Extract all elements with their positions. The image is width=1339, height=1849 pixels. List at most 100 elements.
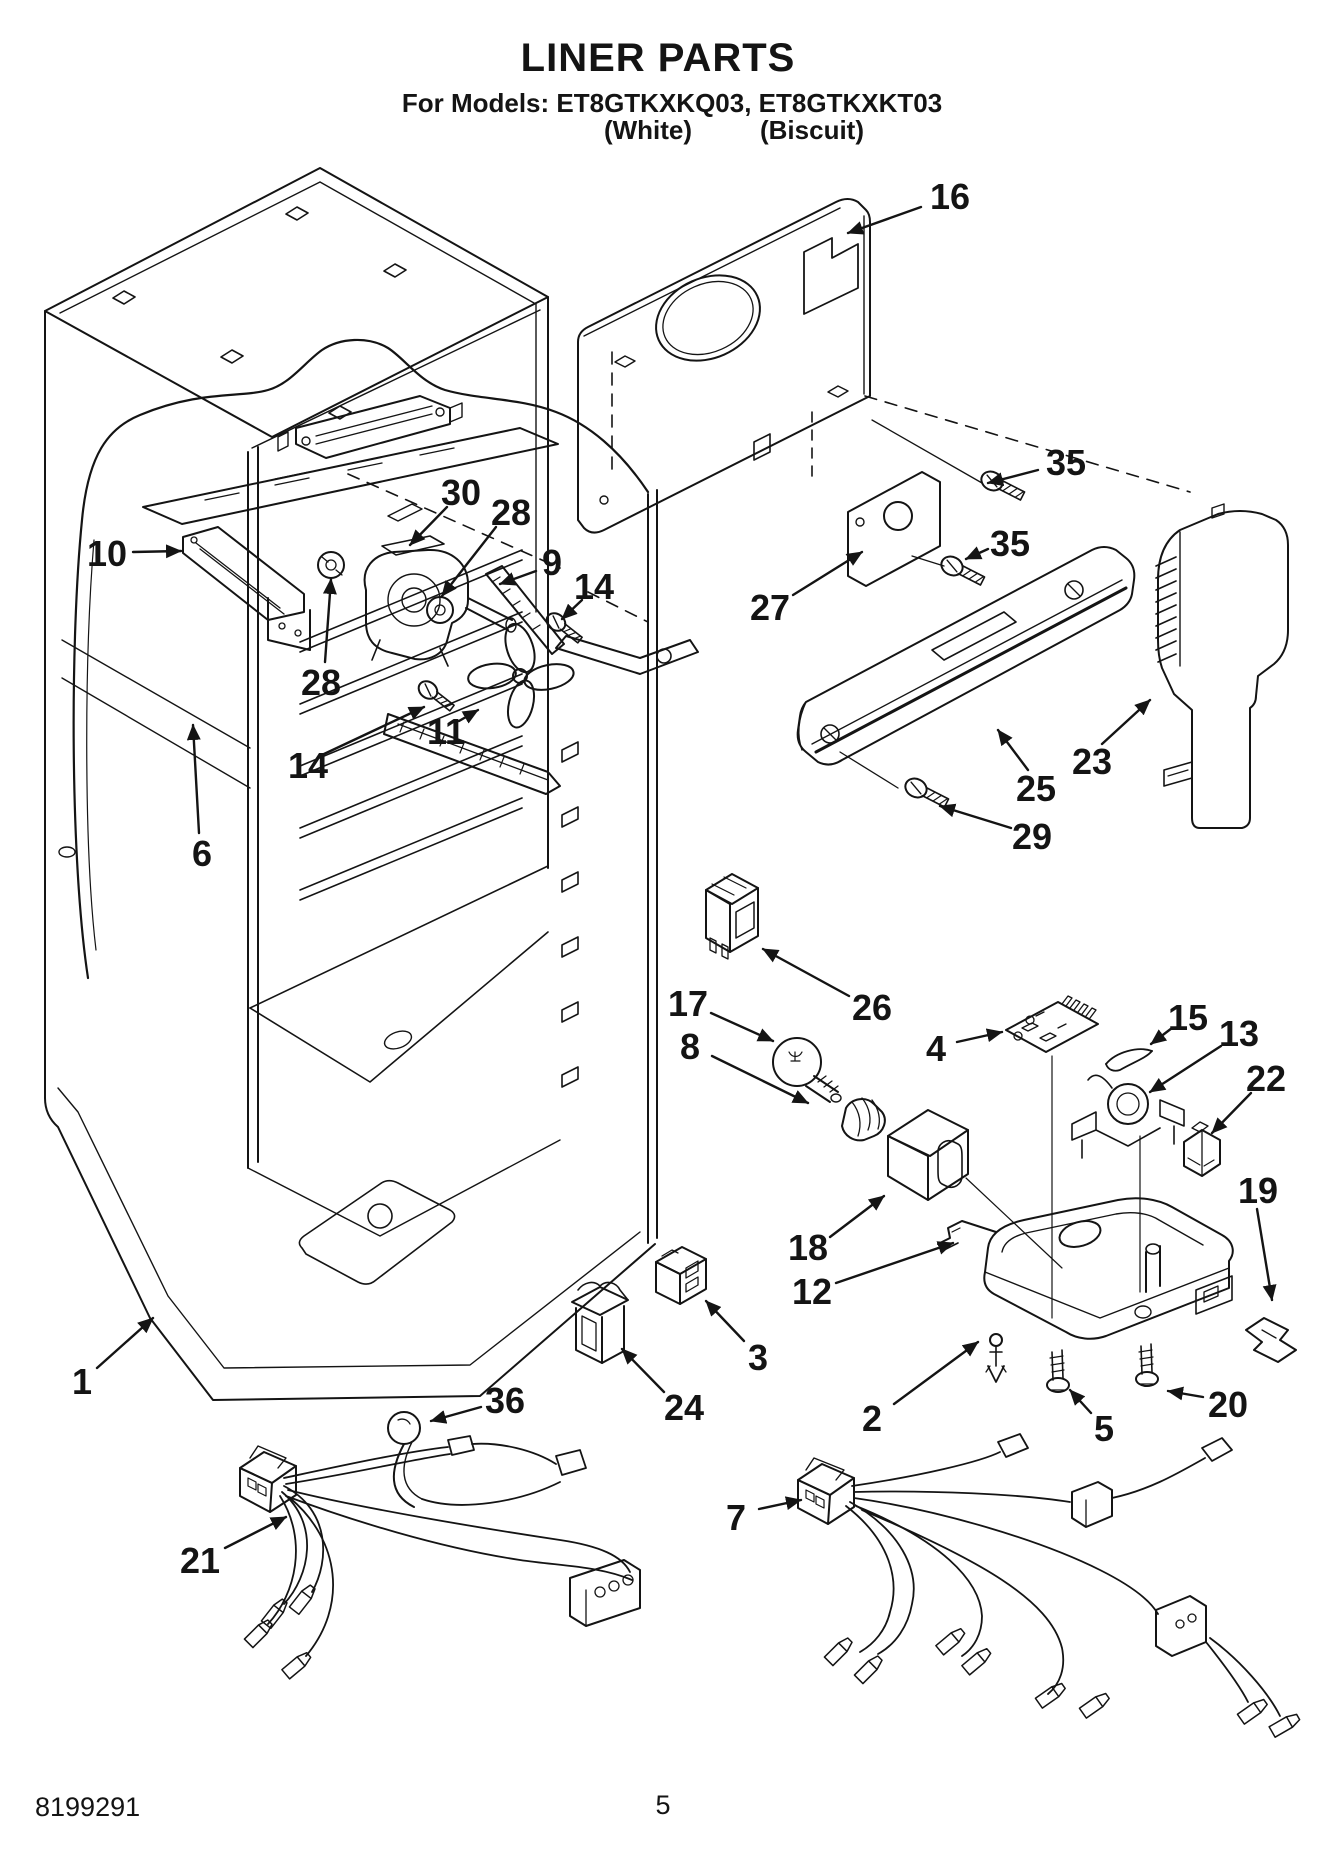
defrost-sensor-15-drawing — [1105, 1048, 1153, 1072]
callout-label: 5 — [1094, 1408, 1114, 1449]
screw-35-upper-drawing — [980, 470, 1026, 501]
callout-arrow — [322, 577, 337, 664]
grommet-36-drawing — [387, 1411, 423, 1508]
models-line: For Models: ET8GTKXKQ03, ET8GTKXKT03 — [401, 88, 943, 118]
callout-label: 8 — [680, 1026, 700, 1067]
callout-arrow — [131, 544, 183, 559]
fan-blade-drawing — [467, 622, 575, 729]
drain-pan-drawing — [983, 1197, 1234, 1340]
bulb-socket-drawing — [841, 1097, 886, 1142]
callout-label: 20 — [1208, 1384, 1248, 1425]
wire-harness-7-drawing — [797, 1433, 1301, 1738]
screw-35-lower-drawing — [940, 555, 986, 586]
callout-arrow — [95, 1316, 155, 1370]
callout-26: 26 — [761, 947, 892, 1028]
color-variant-white: (White) — [603, 115, 693, 145]
callout-label: 13 — [1219, 1013, 1259, 1054]
screw-5-drawing — [1046, 1349, 1070, 1393]
callout-27: 27 — [750, 550, 864, 628]
callout-arrow — [757, 1496, 803, 1511]
callout-label: 14 — [288, 745, 328, 786]
callout-label: 12 — [792, 1271, 832, 1312]
callout-arrow — [834, 1241, 955, 1285]
callout-arrow — [964, 546, 990, 561]
callout-9: 9 — [498, 542, 562, 586]
callout-label: 1 — [72, 1361, 92, 1402]
callout-28: 28 — [301, 577, 341, 703]
callout-arrow — [1149, 1026, 1174, 1046]
callout-arrow — [709, 1011, 775, 1043]
callout-label: 21 — [180, 1540, 220, 1581]
callout-30: 30 — [408, 472, 481, 547]
callout-10: 10 — [87, 533, 183, 574]
callout-20: 20 — [1166, 1384, 1248, 1425]
callout-arrow — [704, 1299, 746, 1343]
page-title: LINER PARTS — [520, 36, 796, 80]
callout-25: 25 — [996, 728, 1056, 809]
wire-clip-3-drawing — [655, 1246, 707, 1305]
callout-arrow — [1068, 1388, 1093, 1415]
access-plate-27-drawing — [847, 471, 945, 587]
screw-14-left-drawing — [417, 680, 455, 712]
callout-arrow — [620, 1347, 666, 1394]
callout-arrow — [1166, 1386, 1205, 1401]
callout-21: 21 — [180, 1515, 288, 1581]
callout-15: 15 — [1149, 997, 1208, 1046]
callout-label: 30 — [441, 472, 481, 513]
callout-arrow — [996, 728, 1030, 772]
callout-arrow — [791, 550, 864, 597]
callout-label: 36 — [485, 1380, 525, 1421]
callout-label: 6 — [192, 833, 212, 874]
callout-label: 7 — [726, 1497, 746, 1538]
callout-arrow — [560, 598, 584, 621]
callout-19: 19 — [1238, 1170, 1278, 1302]
callout-arrow — [1100, 698, 1152, 746]
screw-29-drawing — [904, 777, 950, 808]
callout-label: 18 — [788, 1227, 828, 1268]
callout-label: 25 — [1016, 768, 1056, 809]
callout-24: 24 — [620, 1347, 704, 1428]
callout-label: 15 — [1168, 997, 1208, 1038]
callout-arrow — [1148, 1044, 1223, 1094]
callout-label: 4 — [926, 1028, 946, 1069]
callout-36: 36 — [429, 1380, 525, 1424]
callout-label: 26 — [852, 987, 892, 1028]
callout-29: 29 — [938, 803, 1052, 857]
callout-8: 8 — [680, 1026, 810, 1105]
callout-arrow — [846, 205, 923, 235]
bracket-10-drawing — [182, 526, 311, 651]
callout-arrow — [457, 708, 480, 724]
callout-4: 4 — [926, 1028, 1004, 1069]
color-variant-biscuit: (Biscuit) — [760, 115, 864, 145]
callout-label: 28 — [491, 492, 531, 533]
callout-14: 14 — [560, 566, 614, 621]
callout-label: 24 — [664, 1387, 704, 1428]
callout-label: 16 — [930, 176, 970, 217]
callout-3: 3 — [704, 1299, 768, 1378]
callout-arrow — [1210, 1091, 1253, 1135]
callout-arrow — [828, 1194, 886, 1239]
callout-label: 29 — [1012, 816, 1052, 857]
callout-1: 1 — [72, 1316, 155, 1402]
callout-6: 6 — [186, 723, 212, 874]
switch-22-drawing — [1183, 1121, 1221, 1177]
callout-7: 7 — [726, 1496, 803, 1538]
callout-label: 11 — [427, 711, 465, 752]
callout-label: 22 — [1246, 1058, 1286, 1099]
callout-arrow — [986, 468, 1040, 487]
callout-label: 23 — [1072, 741, 1112, 782]
callout-arrow — [186, 723, 201, 835]
cover-26-drawing — [705, 873, 759, 960]
screw-20-drawing — [1135, 1343, 1159, 1387]
callout-35: 35 — [986, 442, 1086, 487]
callout-12: 12 — [792, 1241, 955, 1312]
thermostat-drawing — [1071, 1074, 1185, 1159]
screw-14-right-drawing — [545, 612, 583, 644]
rear-panel-drawing — [347, 198, 1191, 623]
callout-17: 17 — [668, 983, 775, 1043]
fastener-2-drawing — [985, 1333, 1007, 1383]
callout-label: 3 — [748, 1337, 768, 1378]
callout-label: 35 — [1046, 442, 1086, 483]
